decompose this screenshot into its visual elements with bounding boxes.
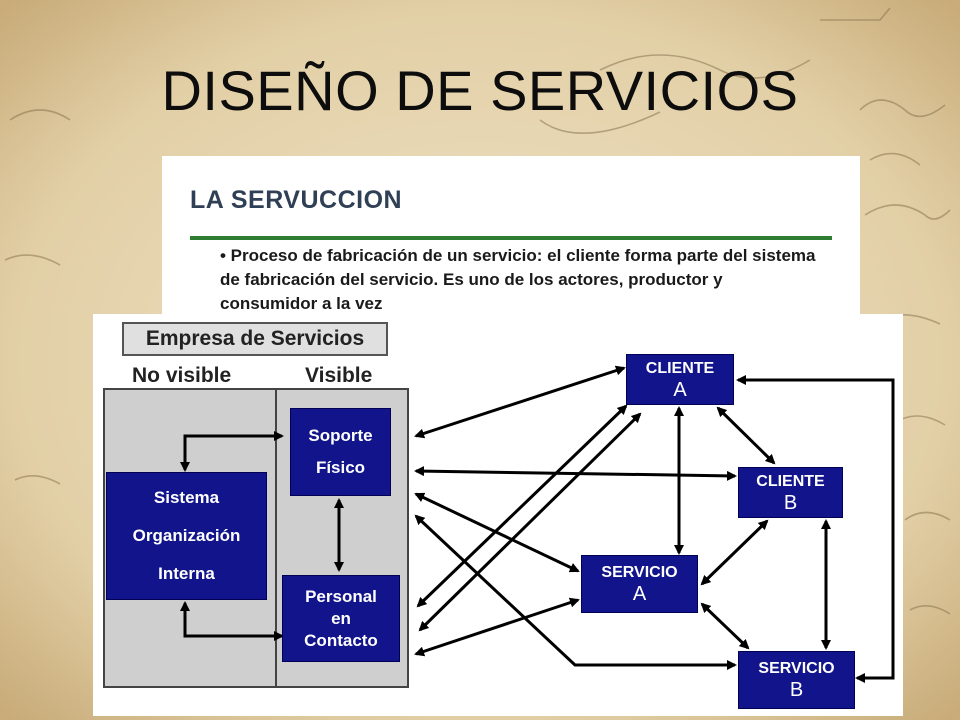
servuccion-panel: LA SERVUCCION • Proceso de fabricación d… <box>162 156 860 318</box>
node-soporte-fisico: Soporte Físico <box>290 408 391 496</box>
green-divider <box>190 236 832 240</box>
arrow-sistema-soporte <box>180 431 284 472</box>
column-not-visible: No visible <box>132 364 232 387</box>
arrow-soporte-servicioA <box>414 492 580 573</box>
panel-heading: LA SERVUCCION <box>190 186 403 214</box>
node-cliente-b: CLIENTE B <box>738 467 843 518</box>
arrow-personal-servicioA <box>414 597 580 657</box>
bullet-text: • Proceso de fabricación de un servicio:… <box>220 246 816 313</box>
company-label: Empresa de Servicios <box>122 322 388 356</box>
node-sistema-organizacion-interna: Sistema Organización Interna <box>106 472 267 600</box>
diagram-arrows <box>180 365 895 683</box>
arrow-sistema-personal <box>180 601 284 641</box>
node-servicio-a: SERVICIO A <box>581 555 698 613</box>
arrow-personal-clienteA-2 <box>418 412 642 632</box>
column-visible: Visible <box>305 364 373 387</box>
arrow-servicioA-servicioB <box>700 602 750 650</box>
node-cliente-a: CLIENTE A <box>626 354 734 405</box>
node-servicio-b: SERVICIO B <box>738 651 855 709</box>
node-personal-en-contacto: Personal en Contacto <box>282 575 400 662</box>
slide-title: DISEÑO DE SERVICIOS <box>161 59 799 122</box>
arrow-soporte-clienteA <box>414 365 626 439</box>
arrow-clienteA-servicioB-loop <box>736 375 895 683</box>
arrow-clienteA-clienteB <box>716 406 776 465</box>
arrow-clienteB-servicioA <box>700 519 769 586</box>
